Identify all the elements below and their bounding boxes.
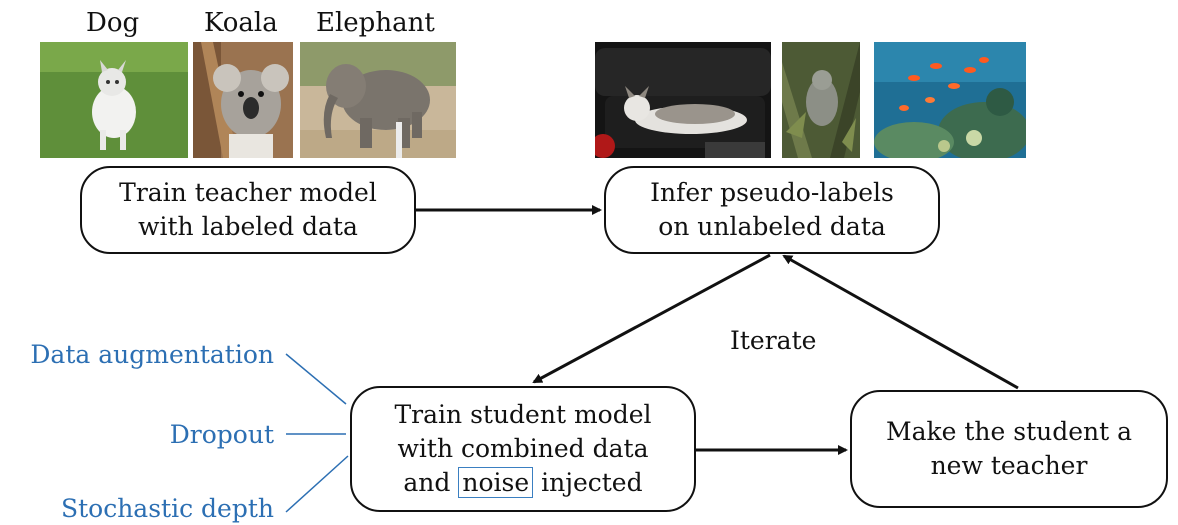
infer-pseudo-labels-box: Infer pseudo-labels on unlabeled data [604, 166, 940, 254]
train-student-line3: and noise injected [403, 466, 643, 500]
arrow-new-teacher-to-infer [782, 254, 1019, 390]
iterate-label: Iterate [730, 326, 817, 355]
train-student-box: Train student model with combined data a… [350, 386, 696, 512]
noise-dropout: Dropout [169, 420, 274, 449]
train-teacher-line1: Train teacher model [119, 178, 377, 207]
train-student-line3-pre: and [403, 468, 451, 497]
new-teacher-box: Make the student a new teacher [850, 390, 1168, 508]
noise-line-augmentation [285, 353, 347, 405]
infer-line1: Infer pseudo-labels [650, 178, 894, 207]
train-student-line3-post: injected [541, 468, 643, 497]
new-teacher-line1: Make the student a [885, 417, 1133, 446]
husky-on-couch-photo [595, 42, 771, 158]
train-teacher-line2: with labeled data [138, 212, 358, 241]
noise-stochastic-depth: Stochastic depth [60, 494, 274, 523]
elephant-photo [300, 42, 456, 158]
caption-koala: Koala [204, 8, 278, 38]
coral-reef-fish-photo [874, 42, 1026, 158]
train-teacher-box: Train teacher model with labeled data [80, 166, 416, 254]
caption-dog: Dog [86, 8, 140, 38]
dog-photo [40, 42, 188, 158]
koala-photo [193, 42, 293, 158]
train-student-line1: Train student model [394, 400, 652, 429]
new-teacher-line2: new teacher [930, 451, 1088, 480]
noise-highlight: noise [458, 467, 534, 498]
noise-data-augmentation: Data augmentation [30, 340, 274, 369]
infer-line2: on unlabeled data [658, 212, 886, 241]
arrow-infer-to-student [532, 253, 771, 384]
noise-line-stochastic [285, 455, 349, 513]
train-student-line2: with combined data [397, 434, 649, 463]
caption-elephant: Elephant [316, 8, 435, 38]
koala-in-tree-photo [782, 42, 860, 158]
